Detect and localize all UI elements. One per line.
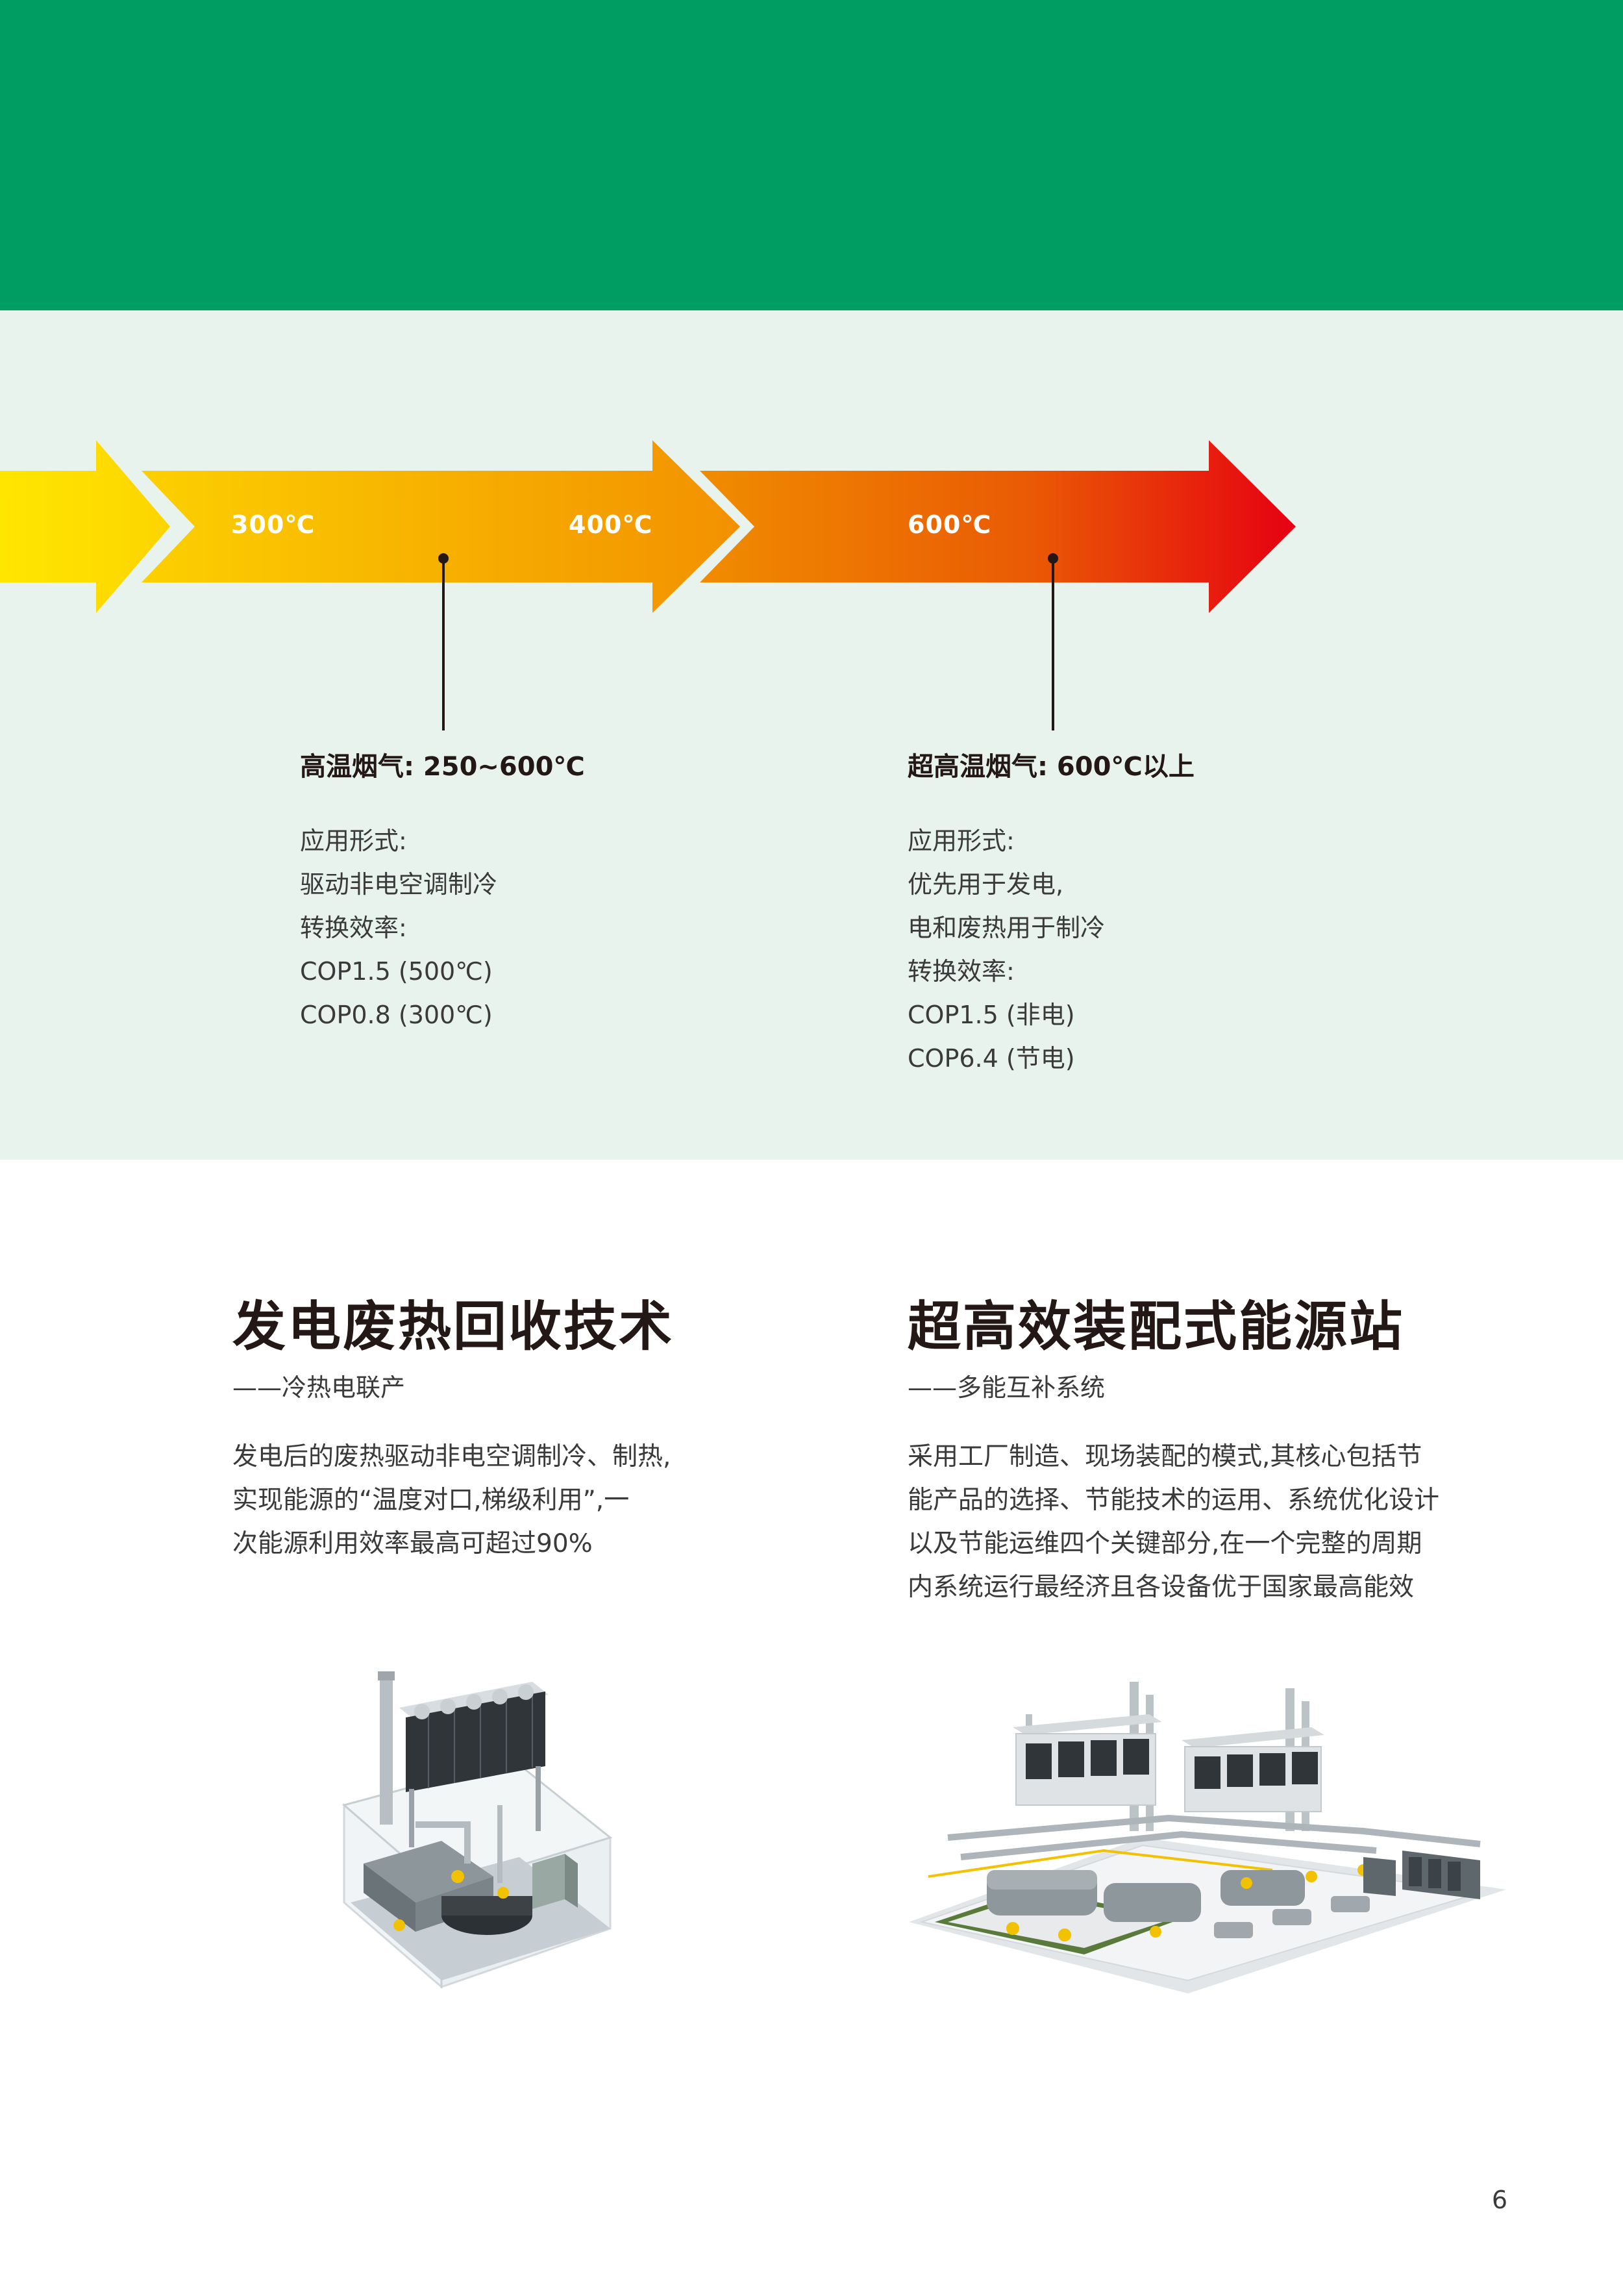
ultra-high-temp-details: 应用形式: 优先用于发电, 电和废热用于制冷 转换效率: COP1.5 (非电)… [908,819,1105,1080]
detail-line: 转换效率: [300,914,407,942]
temp-label-600: 600℃ [908,510,992,539]
body-line: 实现能源的“温度对口,梯级利用”,一 [232,1486,630,1515]
connector-line-high-temp [442,558,445,730]
body-line: 内系统运行最经济且各设备优于国家最高能效 [908,1573,1415,1602]
arrow-segment-3 [700,440,1296,613]
detail-line: 应用形式: [908,827,1015,855]
energy-station-title: 超高效装配式能源站 [908,1296,1405,1358]
body-line: 发电后的废热驱动非电空调制冷、制热, [232,1442,671,1471]
detail-line: 转换效率: [908,957,1015,986]
ultra-high-temp-title: 超高温烟气: 600℃以上 [908,752,1195,782]
detail-line: COP1.5 (500℃) [300,957,493,986]
detail-line: COP1.5 (非电) [908,1001,1075,1029]
temp-label-300: 300℃ [231,510,316,539]
body-line: 采用工厂制造、现场装配的模式,其核心包括节 [908,1442,1422,1471]
temperature-band [0,310,1623,1160]
high-temp-details: 应用形式: 驱动非电空调制冷 转换效率: COP1.5 (500℃) COP0.… [300,819,497,1037]
detail-line: 应用形式: [300,827,407,855]
detail-line: 优先用于发电, [908,870,1064,899]
energy-station-body: 采用工厂制造、现场装配的模式,其核心包括节 能产品的选择、节能技术的运用、系统优… [908,1435,1439,1609]
page-number: 6 [1491,2186,1507,2214]
cogeneration-unit-illustration [341,1671,613,1990]
temperature-arrow-graphic [0,440,1296,613]
arrow-segment-1 [0,440,170,613]
detail-line: COP0.8 (300℃) [300,1001,493,1029]
detail-line: 驱动非电空调制冷 [300,870,498,899]
waste-heat-subtitle: ——冷热电联产 [232,1373,406,1402]
energy-station-subtitle: ——多能互补系统 [908,1373,1106,1402]
energy-station-illustration [909,1682,1506,1993]
detail-line: 电和废热用于制冷 [908,914,1106,942]
temp-label-400: 400℃ [569,510,653,539]
body-line: 以及节能运维四个关键部分,在一个完整的周期 [908,1529,1422,1558]
arrow-segment-2 [142,440,740,613]
waste-heat-title: 发电废热回收技术 [232,1296,675,1358]
header-band [0,0,1623,310]
waste-heat-body: 发电后的废热驱动非电空调制冷、制热, 实现能源的“温度对口,梯级利用”,一 次能… [232,1435,671,1566]
body-line: 能产品的选择、节能技术的运用、系统优化设计 [908,1486,1440,1515]
body-line: 次能源利用效率最高可超过90% [232,1529,593,1558]
detail-line: COP6.4 (节电) [908,1044,1075,1073]
connector-line-ultra-high-temp [1052,558,1054,730]
high-temp-title: 高温烟气: 250~600℃ [300,752,585,782]
